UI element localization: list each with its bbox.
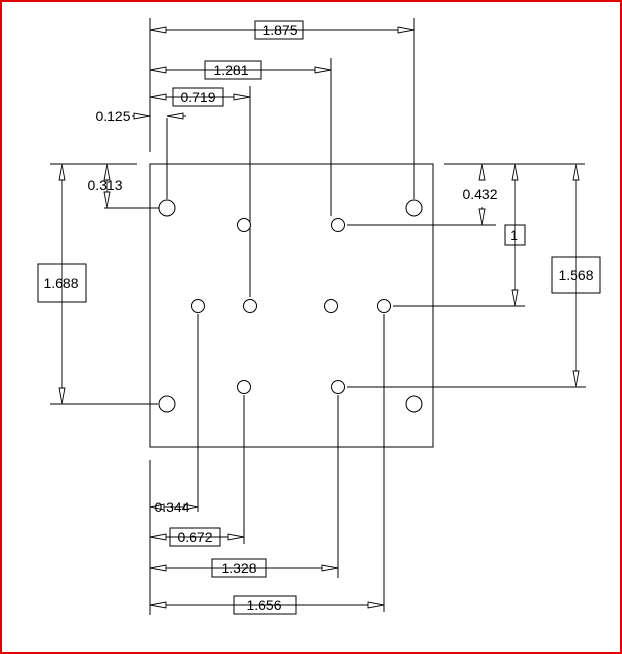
dimension-0-719: 0.719 bbox=[149, 87, 251, 107]
dimension-1-328: 1.328 bbox=[149, 558, 339, 578]
hole-small bbox=[237, 218, 251, 232]
dim-label-0-432: 0.432 bbox=[462, 186, 497, 202]
dimension-1-656: 1.656 bbox=[149, 595, 385, 615]
hole-large-top-right bbox=[405, 199, 423, 217]
dim-label-1-656: 1.656 bbox=[246, 597, 281, 613]
hole-small bbox=[191, 299, 205, 313]
dim-label-1-688: 1.688 bbox=[43, 275, 78, 291]
dim-label-0-344: 0.344 bbox=[154, 499, 189, 515]
hole-small bbox=[331, 218, 345, 232]
hole-large-top-left bbox=[158, 199, 176, 217]
dimension-1-875: 1.875 bbox=[149, 20, 415, 40]
hole-small bbox=[377, 299, 391, 313]
dimension-0-344: 0.344 bbox=[149, 499, 199, 515]
dim-label-1-328: 1.328 bbox=[221, 560, 256, 576]
dimension-1-281: 1.281 bbox=[149, 60, 332, 80]
hole-small bbox=[243, 299, 257, 313]
dim-label-1: 1 bbox=[510, 227, 518, 243]
dim-label-1-568: 1.568 bbox=[558, 267, 593, 283]
holes bbox=[158, 199, 423, 413]
dimension-1-568: 1.568 bbox=[551, 163, 601, 388]
hole-large-bottom-right bbox=[405, 395, 423, 413]
dim-label-0-125: 0.125 bbox=[95, 108, 130, 124]
dim-label-1-875: 1.875 bbox=[262, 22, 297, 38]
hole-small bbox=[331, 380, 345, 394]
dimension-0-125: 0.125 bbox=[95, 108, 186, 124]
hole-small bbox=[324, 299, 338, 313]
hole-small bbox=[237, 380, 251, 394]
dim-label-0-313: 0.313 bbox=[87, 177, 122, 193]
dim-label-0-672: 0.672 bbox=[177, 529, 212, 545]
dimension-0-313: 0.313 bbox=[87, 163, 123, 209]
dimension-0-672: 0.672 bbox=[149, 527, 245, 547]
dimension-0-432: 0.432 bbox=[462, 163, 498, 226]
dimension-1: 1 bbox=[504, 163, 526, 307]
dim-label-0-719: 0.719 bbox=[180, 89, 215, 105]
hole-large-bottom-left bbox=[158, 395, 176, 413]
dimension-1-688: 1.688 bbox=[37, 163, 87, 405]
dim-label-1-281: 1.281 bbox=[213, 62, 248, 78]
